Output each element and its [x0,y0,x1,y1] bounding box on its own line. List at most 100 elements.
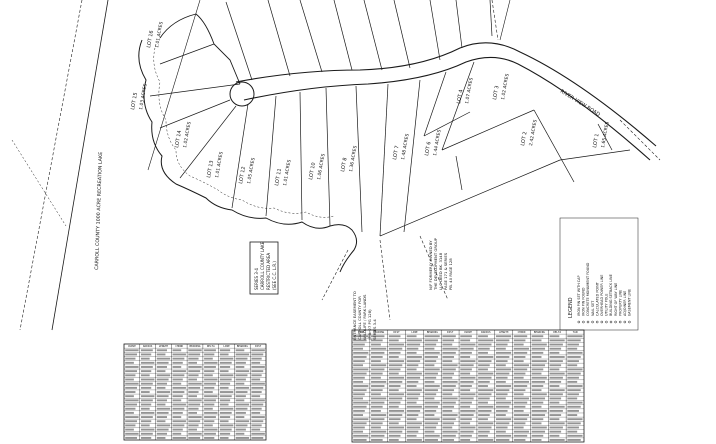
table-header: LINE [411,330,418,334]
lot-acres: 1.02 ACRES [182,121,193,148]
lot-label: LOT 3 [492,85,500,100]
svg-text:RESTRICTED AREA: RESTRICTED AREA [266,253,271,290]
svg-text:EASEMENT LINE: EASEMENT LINE [628,289,632,316]
lot-label: LOT 2 [520,131,528,146]
line-curve-table-right: LINE BEARING DIST LINE BEARING DIST CURVE RADIU… [351,329,585,443]
svg-text:PB. 40 PAGE 128: PB. 40 PAGE 128 [448,258,453,290]
table-header: BEARING [427,330,438,334]
svg-text:CALCULATED POINT: CALCULATED POINT [595,281,599,316]
north-lot-lines [149,0,493,97]
east-adjoiner-lines [321,0,661,321]
river-view-road [229,0,657,161]
svg-text:PROPERTY LINE: PROPERTY LINE [618,290,622,316]
svg-text:SERIES 3-4: SERIES 3-4 [372,319,377,340]
svg-text:ENTRANCE EASEMENT TO: ENTRANCE EASEMENT TO [352,291,357,340]
legend-item: PROPERTY LINE [618,290,622,324]
svg-text:UTILITY POLE: UTILITY POLE [605,294,609,316]
lot-label: LOT 6 [424,141,432,156]
lot-acres: 1.36 ACRES [348,145,359,172]
svg-text:RIGHT OF WAY LINE: RIGHT OF WAY LINE [614,283,618,316]
lot-label: LOT 1 [592,133,600,148]
lot-label: LOT 4 [456,89,464,104]
legend-item: BUILDING SETBACK LINE [609,274,613,324]
lake-shoreline [138,39,358,273]
table-header: LINE [223,344,230,348]
lot-label: LOT 15 [130,92,139,110]
lake-label: CARROLL COUNTY 1000 ACRE RECREATION LAKE [94,152,104,270]
table-header: CURVE [464,330,472,334]
lot-acres: 1.48 ACRES [400,133,411,160]
lot-label: LOT 13 [206,160,215,178]
svg-text:(SEE C.C. L.R.): (SEE C.C. L.R.) [272,261,277,290]
north-boundary [159,13,241,85]
table-header: RADIUS [143,344,153,348]
legend-item: IRON PIN SET WITH CAP [577,275,581,324]
table-header: BEARING [237,344,248,348]
lot-acres: 1.06 ACRES [316,153,327,180]
lot-label: LOT 8 [340,157,348,172]
table-header: DIST [447,330,454,334]
table-header: DELTA [553,330,561,334]
lot-acres: 1.44 ACRES [432,129,443,156]
property-note: N/F FORMERLY OWNED BY THE DEVELOPMENT GR… [428,237,453,291]
lot-acres: 1.07 ACRES [464,77,475,104]
lake-setback-line [153,43,335,218]
legend-item: OVERHEAD POWER LINE [600,275,604,324]
table-header: BEARING [190,344,201,348]
table-header: CHORD [518,330,526,334]
svg-text:CONCRETE MONUMENT FOUND: CONCRETE MONUMENT FOUND [586,262,590,316]
svg-text:(P.B. 27 PG 128): (P.B. 27 PG 128) [367,309,372,340]
legend-item: CONCRETE MONUMENT FOUND [586,262,590,324]
table-header: CURVE [128,344,136,348]
table-header: BEARING [534,330,545,334]
svg-text:N/F FORMERLY OWNED BY: N/F FORMERLY OWNED BY [428,240,433,290]
table-header: BEARING [373,330,384,334]
easement-note: ENTRANCE EASEMENT TO CARROLL COUNTY FOR … [352,291,377,340]
table-header: DELTA [207,344,215,348]
west-boundary-lines [11,0,201,331]
lot-label: LOT 12 [238,166,247,184]
svg-text:PAGE 171 & SERIES: PAGE 171 & SERIES [443,252,448,290]
table-header: LENGTH [499,330,509,334]
svg-text:CARROLL COUNTY 1000 ACRE RECRE: CARROLL COUNTY 1000 ACRE RECREATION LAKE [94,152,104,270]
legend-item: EASEMENT LINE [628,289,632,324]
table-header: CHORD [175,344,183,348]
svg-text:CARROLL COUNTY FOR: CARROLL COUNTY FOR [357,296,362,340]
lot-label: LOT 14 [174,130,183,148]
south-lot-lines [159,61,631,237]
lot-label: LOT 7 [392,145,400,160]
lot-label: LOT 10 [308,162,317,180]
lot-label: LOT 16 [146,30,155,48]
legend-item: UTILITY POLE [605,294,609,324]
lake-restricted-box: SERIES 3-4 CARROLL COUNTY LAKE RESTRICTE… [249,241,279,295]
svg-text:WILDLIFE / PARK LANDS: WILDLIFE / PARK LANDS [362,294,367,340]
svg-text:LLC DEED BK. 3148: LLC DEED BK. 3148 [438,252,443,290]
legend-item: IRON PIN FOUND [582,287,586,324]
legend-item: ADJOINER LINE [623,291,627,324]
road-label: RIVER VIEW ROAD [559,89,601,118]
svg-text:SERIES 3-4: SERIES 3-4 [254,268,259,290]
legend-item: RIGHT OF WAY LINE [614,283,618,324]
svg-text:IRON PIN FOUND: IRON PIN FOUND [582,287,586,316]
svg-text:OVERHEAD POWER LINE: OVERHEAD POWER LINE [600,275,604,316]
table-header: TAN [573,330,578,334]
legend-item: CALCULATED POINT [595,281,599,324]
table-header: LINE [358,330,365,334]
lot-label: LOT 11 [274,168,283,186]
lot-acres: 1.02 ACRES [500,73,511,100]
svg-text:CARROLL COUNTY LAKE: CARROLL COUNTY LAKE [260,241,265,290]
lot-acres: 1.01 ACRES [154,21,165,48]
lot-acres: 2.42 ACRES [528,119,539,146]
lot-acres: 1.05 ACRES [246,157,257,184]
legend-title: LEGEND [568,297,574,318]
lot-acres: 1.03 ACRES [138,83,149,110]
table-header: RADIUS [481,330,491,334]
svg-text:THE DEVELOPMENT GROUP: THE DEVELOPMENT GROUP [433,237,438,291]
svg-text:IRON PIN SET WITH CAP: IRON PIN SET WITH CAP [577,275,581,316]
lot-acres: 1.01 ACRES [214,151,225,178]
lot-acres: 1.01 ACRES [282,159,293,186]
table-header: DIST [393,330,400,334]
